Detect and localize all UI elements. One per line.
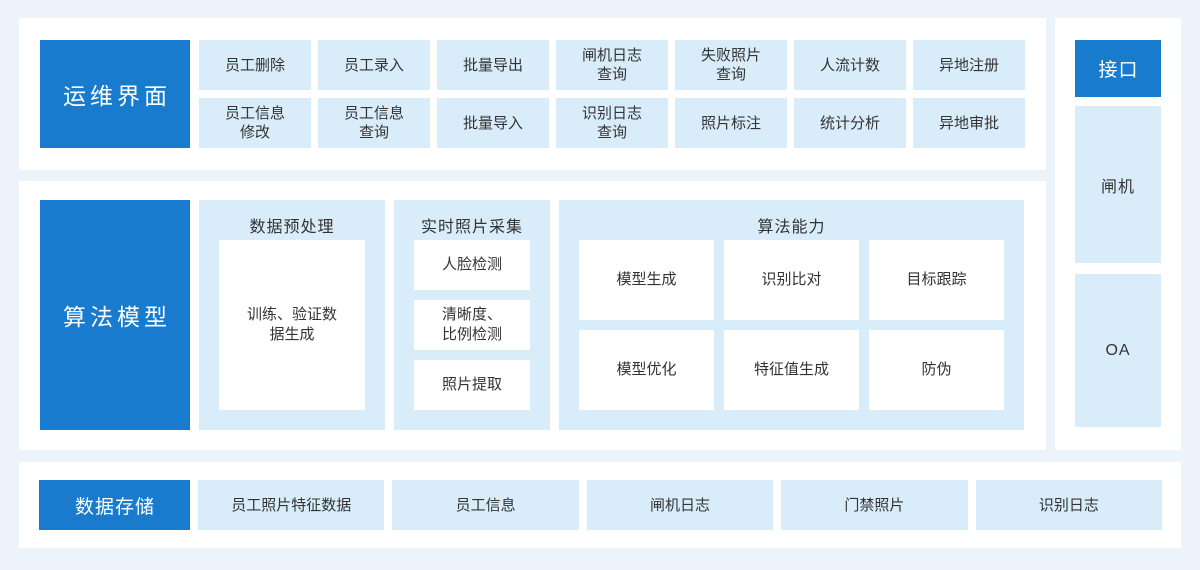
operations-grid: 员工删除 员工录入 批量导出 闸机日志 查询 失败照片 查询 人流计数 异地注册… [199, 40, 1025, 148]
card-model-optimization: 模型优化 [579, 330, 714, 410]
chip-gate-log: 闸机日志 [586, 480, 774, 530]
preprocess-body: 训练、验证数 据生成 [199, 240, 385, 430]
collect-title: 实时照片采集 [420, 219, 523, 236]
collect-body: 人脸检测 清晰度、 比例检测 照片提取 [394, 240, 550, 430]
interface-label: 接口 [1075, 40, 1161, 97]
collect-group: 实时照片采集 人脸检测 清晰度、 比例检测 照片提取 [394, 200, 550, 430]
chip-photo-annotation: 照片标注 [675, 98, 787, 148]
chip-employee-photo-feature-data: 员工照片特征数据 [198, 480, 385, 530]
operations-label: 运维界面 [40, 40, 190, 148]
chip-remote-approval: 异地审批 [913, 98, 1025, 148]
algorithm-panel: 算法模型 数据预处理 训练、验证数 据生成 实时照片采集 人脸检测 清晰度、 比… [19, 181, 1046, 450]
chip-people-counting: 人流计数 [794, 40, 906, 90]
box-gate: 闸机 [1075, 106, 1161, 263]
card-feature-generation: 特征值生成 [724, 330, 859, 410]
chip-recognition-log-query: 识别日志 查询 [556, 98, 668, 148]
capability-title: 算法能力 [757, 219, 826, 236]
chip-access-photo: 门禁照片 [781, 480, 968, 530]
card-face-detection: 人脸检测 [414, 240, 530, 290]
box-oa: OA [1075, 274, 1161, 427]
operations-panel: 运维界面 员工删除 员工录入 批量导出 闸机日志 查询 失败照片 查询 人流计数… [19, 18, 1046, 170]
capability-body: 模型生成 识别比对 目标跟踪 模型优化 特征值生成 防伪 [559, 240, 1024, 430]
preprocess-title: 数据预处理 [249, 219, 335, 236]
chip-statistics-analysis: 统计分析 [794, 98, 906, 148]
algorithm-label: 算法模型 [40, 200, 190, 430]
card-model-generation: 模型生成 [579, 240, 714, 320]
chip-recognition-log: 识别日志 [975, 480, 1163, 530]
chip-employee-info: 员工信息 [392, 480, 579, 530]
chip-employee-info-query: 员工信息 查询 [318, 98, 430, 148]
preprocess-group: 数据预处理 训练、验证数 据生成 [199, 200, 385, 430]
chip-employee-entry: 员工录入 [318, 40, 430, 90]
capability-group: 算法能力 模型生成 识别比对 目标跟踪 模型优化 特征值生成 防伪 [559, 200, 1024, 430]
card-clarity-ratio-detection: 清晰度、 比例检测 [414, 300, 530, 350]
card-anti-spoofing: 防伪 [869, 330, 1004, 410]
interface-panel: 接口 闸机 OA [1055, 18, 1181, 450]
card-recognition-comparison: 识别比对 [724, 240, 859, 320]
chip-gate-log-query: 闸机日志 查询 [556, 40, 668, 90]
chip-employee-info-modify: 员工信息 修改 [199, 98, 311, 148]
card-training-validation-data: 训练、验证数 据生成 [219, 240, 365, 410]
chip-employee-delete: 员工删除 [199, 40, 311, 90]
chip-batch-import: 批量导入 [437, 98, 549, 148]
chip-remote-registration: 异地注册 [913, 40, 1025, 90]
chip-batch-export: 批量导出 [437, 40, 549, 90]
storage-panel: 数据存储 员工照片特征数据 员工信息 闸机日志 门禁照片 识别日志 [19, 462, 1181, 548]
card-target-tracking: 目标跟踪 [869, 240, 1004, 320]
card-photo-extraction: 照片提取 [414, 360, 530, 410]
storage-label: 数据存储 [39, 480, 190, 530]
chip-failed-photo-query: 失败照片 查询 [675, 40, 787, 90]
